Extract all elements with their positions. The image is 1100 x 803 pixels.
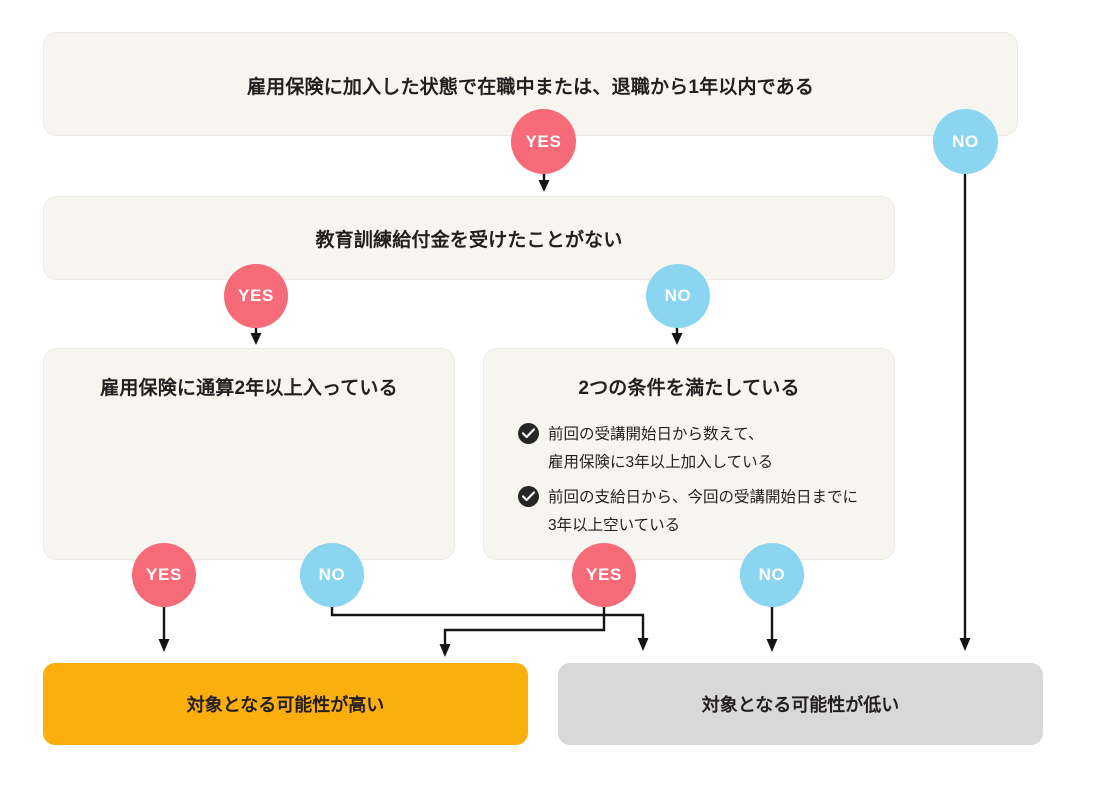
question-box-training-benefit-history: 教育訓練給付金を受けたことがない [43,196,895,280]
badge-q1-no[interactable]: NO [933,109,998,174]
result-low-label: 対象となる可能性が低い [701,695,900,715]
question-3a-title: 雇用保険に通算2年以上入っている [100,378,398,399]
check-circle-icon [518,486,539,508]
badge-q3a-yes[interactable]: YES [132,543,196,607]
badge-label: NO [758,565,786,584]
question-box-two-conditions: 2つの条件を満たしている 前回の受講開始日から数えて、 雇用保険に3年以上加入し… [483,348,895,560]
question-1-title: 雇用保険に加入した状態で在職中または、退職から1年以内である [246,77,815,98]
check-circle-icon [518,423,539,444]
badge-label: YES [525,131,562,151]
checklist-item-text: 前回の受講開始日から数えて、 雇用保険に3年以上加入している [548,421,773,476]
question-2-title: 教育訓練給付金を受けたことがない [315,230,623,251]
badge-label: NO [318,565,346,584]
badge-q3b-yes[interactable]: YES [572,543,636,607]
checklist-item: 前回の受講開始日から数えて、 雇用保険に3年以上加入している [518,421,876,476]
question-box-two-years-enrollment: 雇用保険に通算2年以上入っている [43,348,455,560]
result-box-low-likelihood: 対象となる可能性が低い [558,663,1043,745]
result-high-label: 対象となる可能性が高い [186,695,385,715]
badge-label: NO [664,286,692,305]
question-3b-title: 2つの条件を満たしている [578,378,800,399]
result-box-high-likelihood: 対象となる可能性が高い [43,663,528,745]
checklist-item-text: 前回の支給日から、今回の受講開始日までに 3年以上空いている [548,484,858,539]
checklist-line: 雇用保険に3年以上加入している [548,453,774,471]
badge-q3b-no[interactable]: NO [740,543,804,607]
checklist-line: 3年以上空いている [548,516,681,534]
badge-label: YES [237,286,275,305]
conditions-checklist: 前回の受講開始日から数えて、 雇用保険に3年以上加入している 前回の支給日から、… [518,421,876,547]
badge-q2-yes[interactable]: YES [224,264,288,328]
badge-q1-yes[interactable]: YES [511,109,576,174]
connector-q1-no-to-result-low [959,130,971,651]
badge-label: YES [145,565,183,584]
badge-label: YES [585,565,623,584]
badge-label: NO [952,131,979,151]
checklist-item: 前回の支給日から、今回の受講開始日までに 3年以上空いている [518,484,876,539]
badge-q3a-no[interactable]: NO [300,543,364,607]
badge-q2-no[interactable]: NO [646,264,710,328]
checklist-line: 前回の支給日から、今回の受講開始日までに [548,489,859,507]
checklist-line: 前回の受講開始日から数えて、 [548,426,764,443]
